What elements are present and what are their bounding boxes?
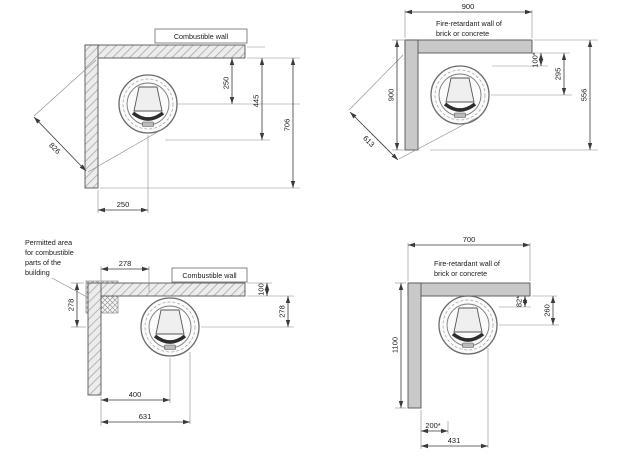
- dimension-431: 431: [421, 436, 488, 449]
- dimension-value: 445: [252, 95, 261, 108]
- dimension-value: 556: [580, 89, 589, 102]
- dimension-250-vertical: 250: [222, 58, 235, 104]
- diagram-bottom-right-fire-retardant-wall: Fire-retardant wall of brick or concrete…: [391, 235, 559, 449]
- extension-line: [87, 125, 169, 173]
- permitted-area-label-line4: building: [25, 268, 50, 277]
- permitted-area-label-line1: Permitted area: [25, 238, 72, 247]
- dimension-400: 400: [101, 390, 170, 403]
- dimension-value: 1100: [391, 337, 400, 353]
- wall-label-box: [154, 28, 248, 44]
- dimension-100: 100: [257, 283, 270, 296]
- dimension-900-top: 900: [405, 2, 532, 15]
- wall-label-line2: brick or concrete: [436, 29, 489, 38]
- dimension-445: 445: [252, 58, 265, 140]
- dimension-value: 100: [257, 283, 266, 296]
- extension-line: [348, 54, 404, 111]
- diagram-bottom-left-combustible-wall-permitted-area: Permitted area for combustible parts of …: [25, 238, 294, 426]
- dimension-82: 82*: [515, 296, 528, 307]
- dimension-value: 260: [543, 304, 552, 317]
- dimension-250-bottom: 250: [98, 200, 148, 213]
- dimension-value: 900: [462, 2, 475, 11]
- dimension-1100: 1100: [391, 283, 404, 408]
- dimension-value: 200*: [425, 421, 441, 430]
- dimension-value: 278: [119, 259, 132, 268]
- fire-retardant-wall-horizontal: [404, 39, 533, 54]
- dimension-556: 556: [580, 40, 593, 150]
- wall-label-line1: Fire-retardant wall of: [436, 19, 502, 28]
- dimension-260: 260: [543, 296, 556, 325]
- dimension-value: 431: [448, 436, 461, 445]
- wall-label-line2: brick or concrete: [434, 269, 487, 278]
- dimension-value: 278: [67, 299, 76, 312]
- diagram-top-right-fire-retardant-wall: Fire-retardant wall of brick or concrete…: [348, 2, 598, 161]
- permitted-area-label-line3: parts of the: [25, 258, 61, 267]
- extension-lines: [33, 46, 300, 213]
- stove-top-view: [437, 294, 499, 356]
- dimension-value: 295: [554, 68, 563, 81]
- dimension-100: 100*: [531, 52, 544, 68]
- dimension-value: 250: [117, 200, 130, 209]
- dimension-value: 250: [222, 77, 231, 90]
- stove-top-view: [429, 64, 491, 126]
- fire-retardant-wall-vertical: [404, 39, 419, 151]
- wall-label: Combustible wall: [174, 32, 229, 41]
- dimension-700: 700: [408, 235, 530, 248]
- wall-label-box: [171, 267, 248, 283]
- stove-top-view: [139, 296, 201, 358]
- dimension-value: 400: [129, 390, 142, 399]
- dimension-value: 700: [463, 235, 476, 244]
- wall-label-line1: Fire-retardant wall of: [434, 259, 500, 268]
- dimension-295: 295: [554, 53, 567, 95]
- dimension-line: [349, 111, 399, 161]
- dimension-value: 82*: [515, 296, 524, 307]
- dimension-value: 100*: [531, 52, 540, 68]
- dimension-value: 900: [387, 89, 396, 102]
- fire-retardant-wall-horizontal: [407, 282, 531, 297]
- dimension-value: 706: [283, 119, 292, 132]
- fire-retardant-wall-vertical: [407, 282, 422, 409]
- dimension-278-left: 278: [67, 283, 80, 327]
- dimension-value: 278: [278, 305, 287, 318]
- combustible-wall-vertical: [87, 282, 102, 396]
- permitted-area-label-line2: for combustible: [25, 248, 74, 257]
- extension-line: [33, 59, 97, 117]
- extension-line: [398, 115, 481, 160]
- dimension-706: 706: [283, 58, 296, 188]
- dimension-900-left: 900: [387, 40, 400, 150]
- leader-line: [51, 277, 88, 298]
- extension-lines: [395, 243, 559, 449]
- dimension-200: 200*: [421, 421, 448, 434]
- dimension-278-top: 278: [101, 259, 149, 272]
- dimension-278-right: 278: [278, 296, 291, 327]
- dimension-value: 631: [139, 412, 152, 421]
- dimension-613-diagonal: 613: [349, 111, 399, 161]
- wall-label: Combustible wall: [182, 271, 237, 280]
- combustible-wall-horizontal: [84, 44, 246, 59]
- dimension-826-diagonal: 826: [33, 116, 87, 172]
- dimension-value: 826: [47, 141, 62, 156]
- combustible-wall-horizontal: [87, 282, 246, 297]
- dimension-631: 631: [101, 412, 190, 425]
- combustible-wall-vertical: [84, 44, 99, 189]
- diagram-top-left-combustible-wall: Combustible wall 250 445 706 826: [33, 28, 300, 213]
- dimension-line: [33, 116, 87, 172]
- stove-top-view: [117, 73, 179, 135]
